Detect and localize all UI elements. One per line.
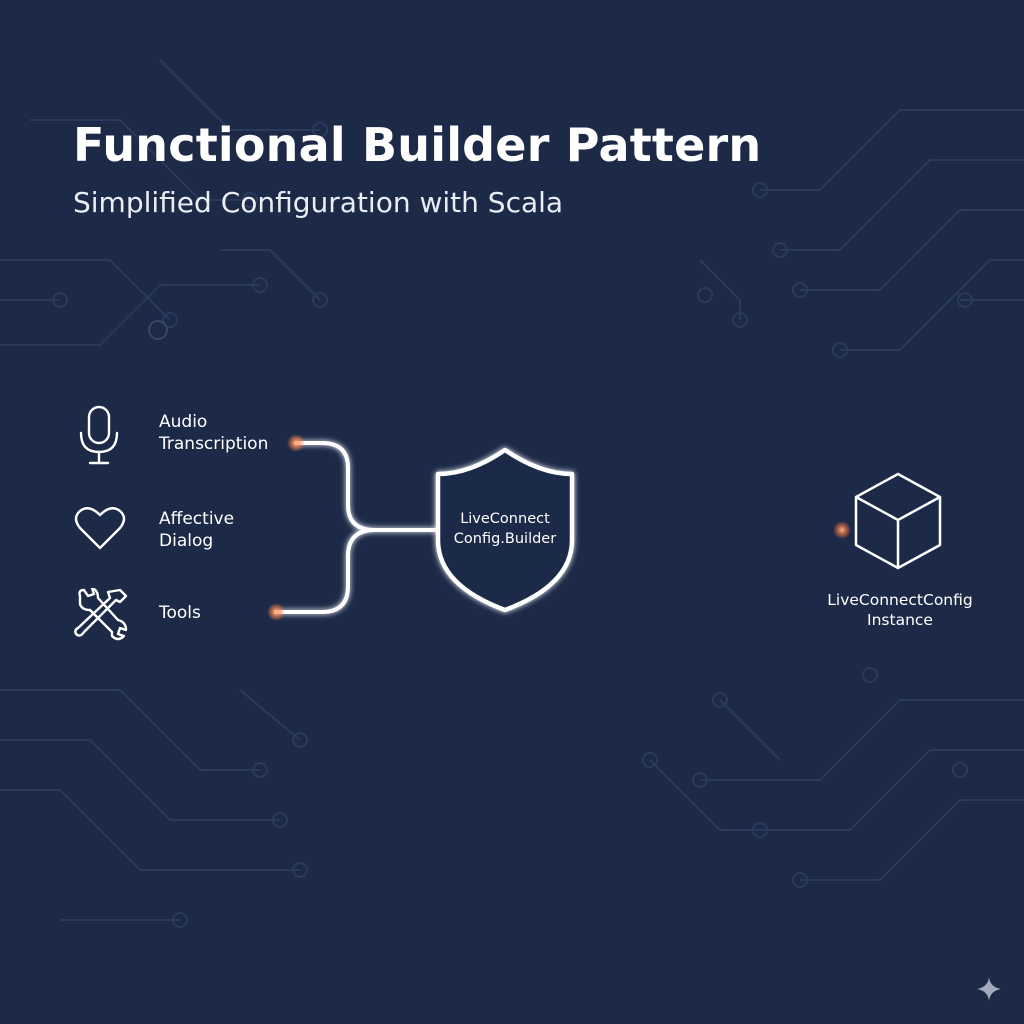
- connector-tools: [274, 528, 377, 614]
- input-label-tools: Tools: [159, 602, 201, 624]
- microphone-icon: [79, 405, 119, 465]
- input-tools-line1: Tools: [159, 603, 201, 623]
- connector-audio: [294, 441, 442, 532]
- output-label: LiveConnectConfig Instance: [800, 590, 1000, 630]
- input-affective-line2: Dialog: [159, 531, 214, 551]
- input-audio-line2: Transcription: [159, 434, 269, 454]
- heart-icon: [74, 507, 126, 550]
- input-affective-line1: Affective: [159, 509, 235, 529]
- input-label-audio: Audio Transcription: [159, 411, 268, 455]
- builder-label: LiveConnect Config.Builder: [438, 509, 572, 549]
- tools-icon: [74, 588, 128, 641]
- cube-icon: [854, 472, 942, 570]
- output-line2: Instance: [867, 611, 933, 629]
- endpoint-glows: [267, 434, 851, 621]
- input-label-affective: Affective Dialog: [159, 508, 234, 552]
- builder-line1: LiveConnect: [460, 511, 550, 527]
- input-connectors: [274, 441, 442, 614]
- output-line1: LiveConnectConfig: [827, 591, 973, 609]
- page-title: Functional Builder Pattern: [73, 118, 762, 172]
- shield-icon: [435, 447, 575, 613]
- page-subtitle: Simplified Configuration with Scala: [73, 186, 564, 219]
- input-audio-line1: Audio: [159, 412, 208, 432]
- builder-line2: Config.Builder: [453, 531, 557, 547]
- sparkle-icon: [977, 977, 1001, 1001]
